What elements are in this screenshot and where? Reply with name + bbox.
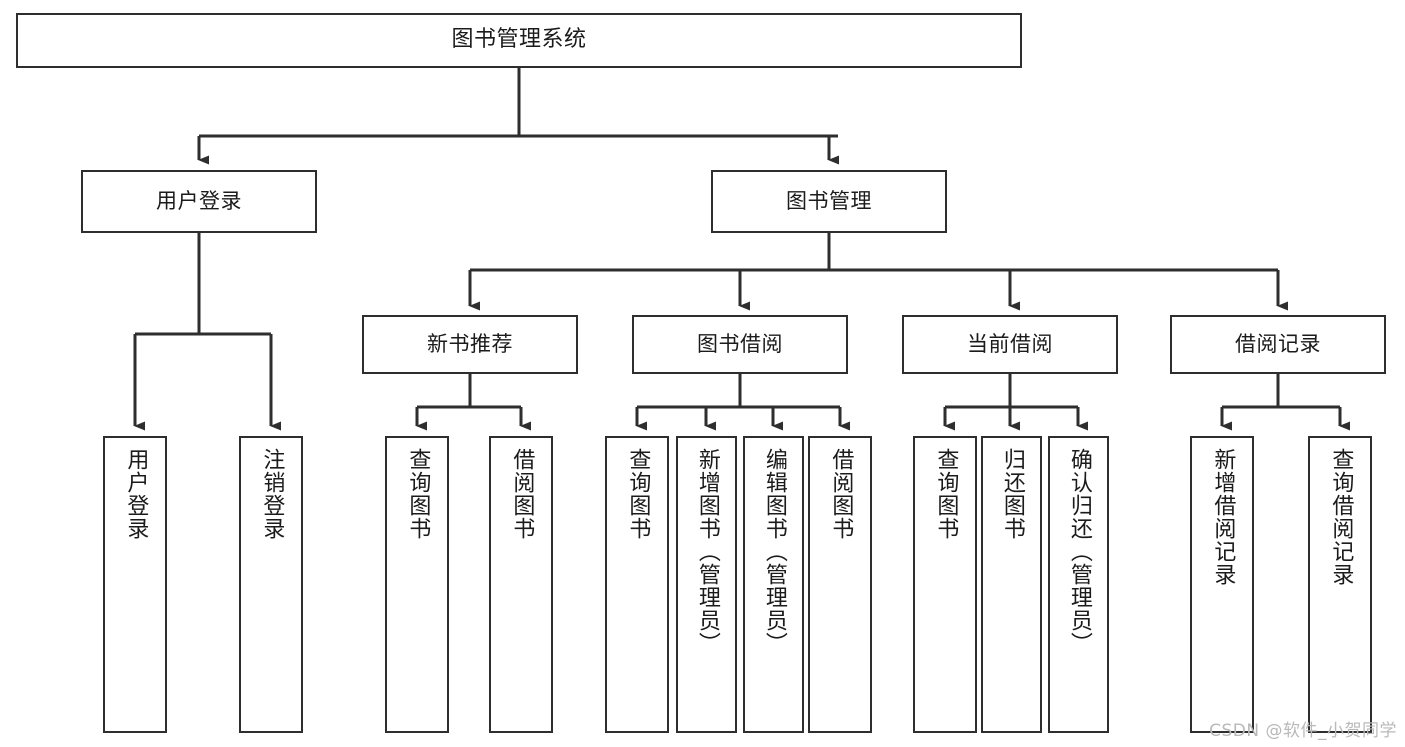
node-borrow-record[interactable]: 借阅记录: [1170, 315, 1386, 374]
leaf-user-login-logout[interactable]: 注销登录: [239, 436, 303, 733]
leaf-book-borrow-edit-book[interactable]: 编辑图书（管理员）: [743, 436, 804, 733]
leaf-new-book-query-book[interactable]: 查询图书: [385, 436, 449, 733]
node-user-login[interactable]: 用户登录: [81, 170, 317, 233]
node-label: 图书管理: [786, 188, 872, 213]
node-new-book-recommend[interactable]: 新书推荐: [362, 315, 578, 374]
node-label: 查询图书: [405, 448, 431, 540]
leaf-new-book-borrow-book[interactable]: 借阅图书: [489, 436, 553, 733]
node-label: 图书管理系统: [451, 27, 587, 53]
node-label: 图书借阅: [697, 331, 783, 356]
node-root-book-management-system[interactable]: 图书管理系统: [16, 13, 1022, 68]
node-label: 编辑图书（管理员）: [761, 448, 787, 655]
watermark-text: CSDN @软件_小贺同学: [1209, 721, 1397, 741]
leaf-user-login-login[interactable]: 用户登录: [103, 436, 167, 733]
node-label: 借阅图书: [828, 448, 854, 540]
leaf-borrow-record-query-record[interactable]: 查询借阅记录: [1308, 436, 1372, 733]
node-book-borrow[interactable]: 图书借阅: [632, 315, 848, 374]
node-label: 查询图书: [625, 448, 651, 540]
node-label: 确认归还（管理员）: [1066, 448, 1092, 655]
leaf-borrow-record-add-record[interactable]: 新增借阅记录: [1190, 436, 1254, 733]
leaf-current-borrow-query-book[interactable]: 查询图书: [913, 436, 977, 733]
node-label: 当前借阅: [967, 331, 1053, 356]
node-book-management[interactable]: 图书管理: [711, 170, 947, 233]
node-label: 借阅记录: [1235, 331, 1321, 356]
node-label: 注销登录: [259, 448, 285, 540]
node-label: 新增借阅记录: [1210, 448, 1236, 586]
node-label: 用户登录: [156, 188, 242, 213]
node-label: 新书推荐: [427, 331, 513, 356]
node-label: 新增图书（管理员）: [694, 448, 720, 655]
node-label: 查询借阅记录: [1328, 448, 1354, 586]
node-label: 归还图书: [999, 448, 1025, 540]
leaf-current-borrow-confirm-return[interactable]: 确认归还（管理员）: [1048, 436, 1109, 733]
node-label: 借阅图书: [509, 448, 535, 540]
leaf-book-borrow-add-book[interactable]: 新增图书（管理员）: [676, 436, 737, 733]
node-current-borrow[interactable]: 当前借阅: [902, 315, 1118, 374]
leaf-book-borrow-borrow-book[interactable]: 借阅图书: [808, 436, 872, 733]
leaf-book-borrow-query-book[interactable]: 查询图书: [605, 436, 669, 733]
leaf-current-borrow-return-book[interactable]: 归还图书: [981, 436, 1042, 733]
node-label: 查询图书: [933, 448, 959, 540]
node-label: 用户登录: [123, 448, 149, 540]
